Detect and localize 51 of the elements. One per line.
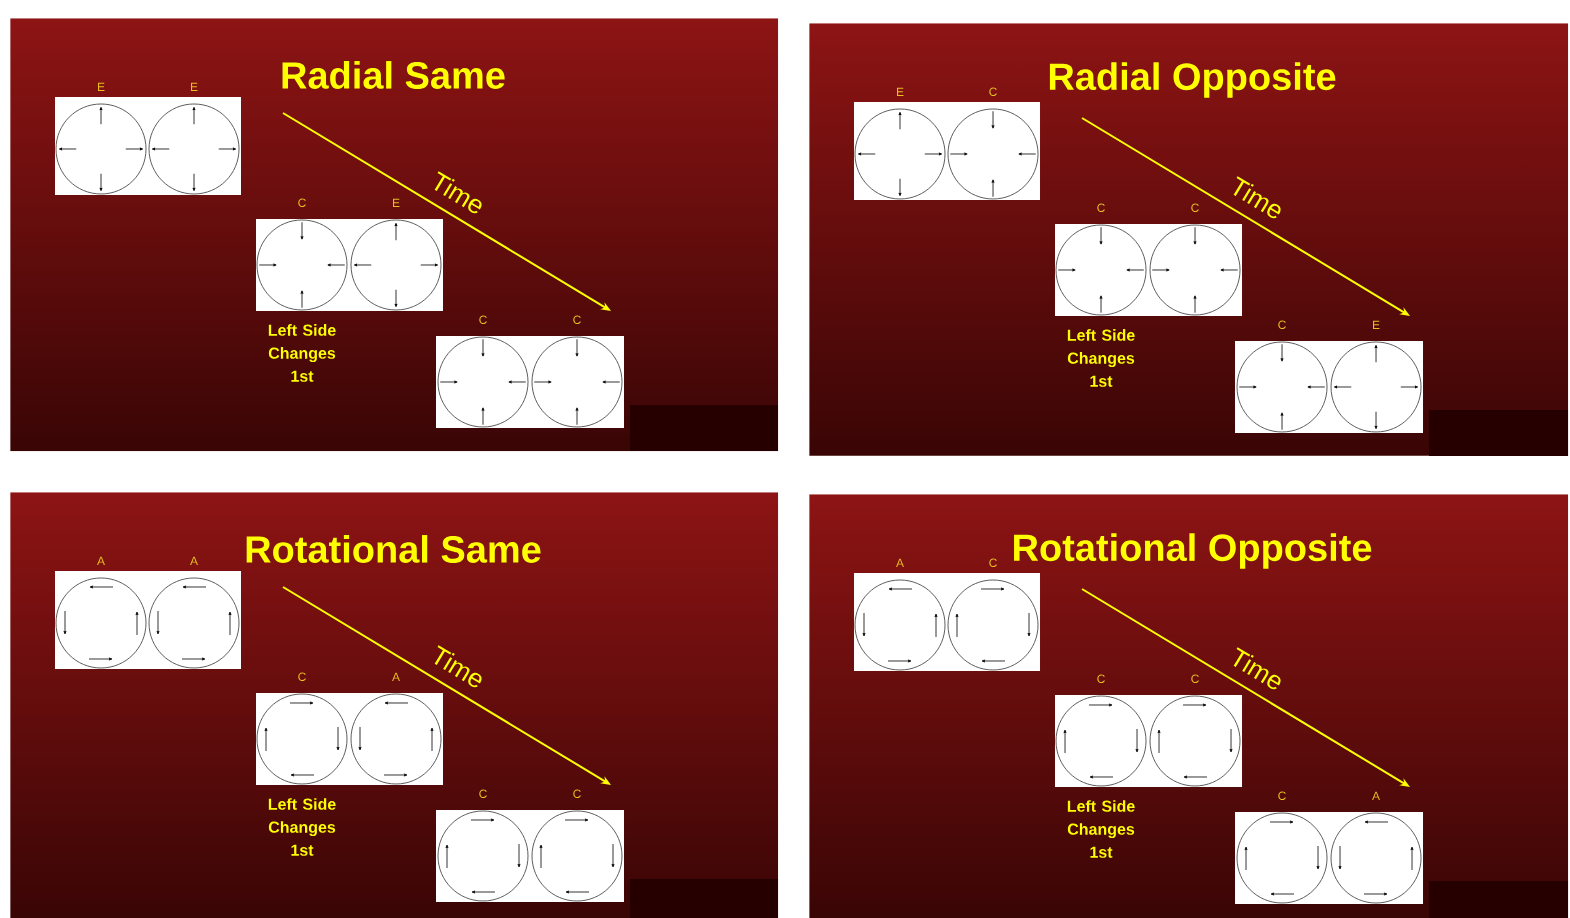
node-label: E bbox=[897, 87, 904, 97]
circle-diagram: A bbox=[1330, 791, 1422, 904]
circle-diagram: C bbox=[1055, 203, 1147, 316]
node-label: C bbox=[573, 789, 581, 799]
node-label: E bbox=[97, 82, 105, 92]
circle-diagram: C bbox=[1236, 320, 1328, 433]
circle-diagram: C bbox=[256, 672, 348, 785]
circle-diagram: C bbox=[1055, 674, 1147, 787]
circle-diagram: C bbox=[437, 789, 529, 902]
node-label: C bbox=[298, 198, 306, 207]
circle-diagram: E bbox=[55, 82, 147, 195]
slide-title: Radial Same bbox=[282, 61, 505, 89]
slide-title: Rotational Same bbox=[246, 535, 541, 563]
circle-diagram: E bbox=[148, 82, 240, 195]
node-label: C bbox=[479, 789, 487, 799]
node-label: A bbox=[896, 558, 904, 568]
node-label: A bbox=[392, 672, 400, 682]
node-label: A bbox=[97, 556, 105, 566]
node-label: E bbox=[392, 198, 400, 208]
node-label: C bbox=[479, 315, 487, 324]
circle-diagram: C bbox=[1236, 791, 1328, 904]
note-text: Left Side Changes 1st bbox=[1067, 329, 1135, 387]
circle-diagram: A bbox=[854, 558, 946, 671]
node-label: C bbox=[298, 672, 306, 682]
circle-diagram: C bbox=[437, 315, 529, 428]
circle-diagram: E bbox=[854, 87, 946, 200]
node-label: C bbox=[989, 87, 997, 96]
circle-diagram: A bbox=[148, 556, 240, 669]
note-text: Left Side Changes 1st bbox=[268, 324, 336, 382]
node-label: C bbox=[1097, 203, 1105, 212]
circle-diagram: C bbox=[256, 198, 348, 311]
node-label: E bbox=[1373, 320, 1380, 330]
node-label: A bbox=[190, 556, 198, 566]
node-label: C bbox=[1191, 203, 1199, 212]
circle-diagram: C bbox=[947, 87, 1039, 200]
node-label: C bbox=[989, 558, 997, 567]
note-text: Left Side Changes 1st bbox=[268, 798, 336, 856]
slide-title: Radial Opposite bbox=[1049, 62, 1336, 98]
node-label: C bbox=[1278, 791, 1286, 801]
circle-diagram: E bbox=[1330, 320, 1422, 433]
slide-title: Rotational Opposite bbox=[1014, 533, 1372, 569]
circle-diagram: C bbox=[531, 315, 623, 428]
circle-diagram: A bbox=[55, 556, 147, 669]
note-text: Left Side Changes 1st bbox=[1067, 800, 1135, 858]
node-label: A bbox=[1372, 791, 1380, 801]
node-label: C bbox=[573, 315, 581, 324]
node-label: C bbox=[1278, 320, 1286, 329]
node-label: C bbox=[1191, 674, 1199, 684]
node-label: C bbox=[1097, 674, 1105, 684]
circle-diagram: C bbox=[531, 789, 623, 902]
node-label: E bbox=[190, 82, 198, 92]
